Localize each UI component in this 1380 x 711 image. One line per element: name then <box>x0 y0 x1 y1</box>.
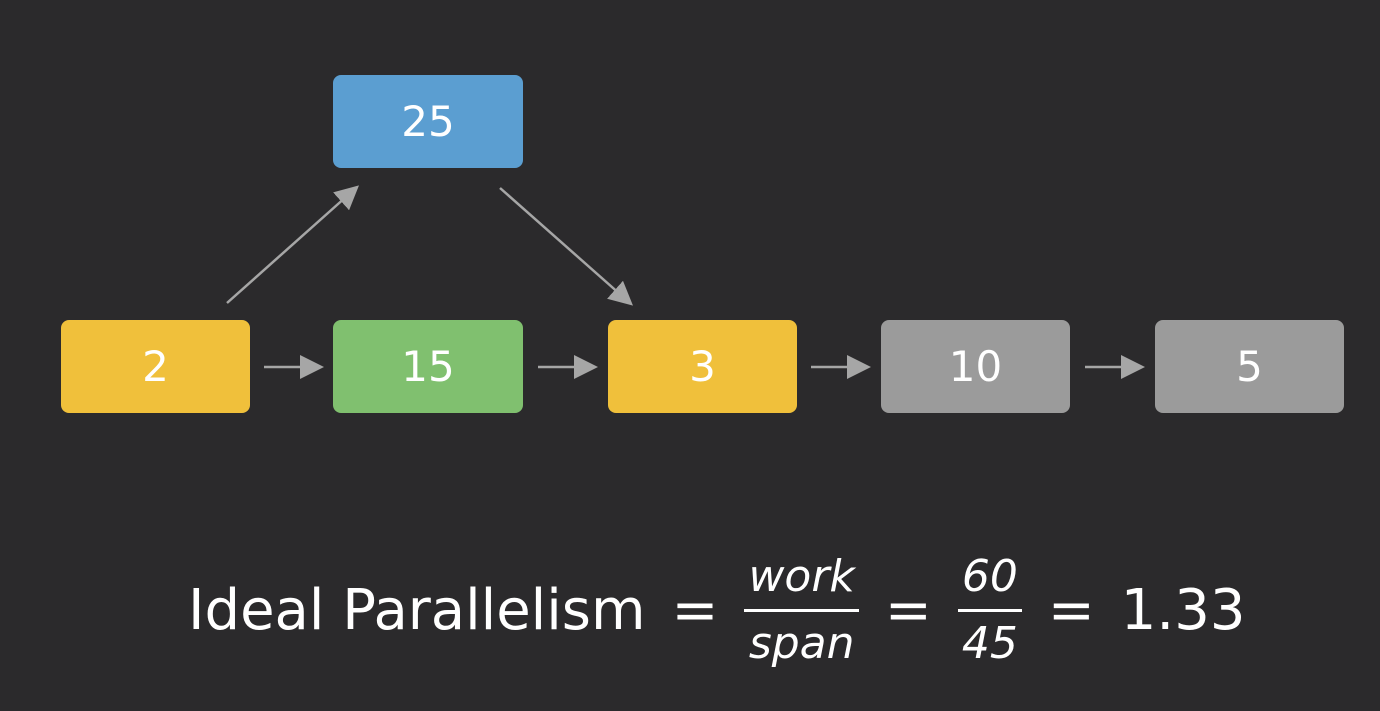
node-e-value: 5 <box>1236 342 1263 391</box>
node-d-value: 10 <box>948 342 1003 391</box>
fraction-denominator-value: 45 <box>961 617 1018 669</box>
arrow-25-to-3 <box>499 187 633 306</box>
node-b-value: 15 <box>401 342 455 391</box>
node-d: 10 <box>881 320 1070 413</box>
fraction-denominator-span: span <box>748 617 855 669</box>
arrow-2-to-25 <box>226 185 359 304</box>
node-c: 3 <box>608 320 797 413</box>
fraction-values: 60 45 <box>957 549 1022 672</box>
node-b: 15 <box>333 320 523 413</box>
fraction-work-span: work span <box>744 549 859 672</box>
fraction-bar <box>957 608 1022 612</box>
fraction-bar <box>744 608 859 612</box>
node-c-value: 3 <box>689 342 716 391</box>
formula-result: 1.33 <box>1120 577 1246 643</box>
node-top: 25 <box>333 75 523 168</box>
equals-sign-1: = <box>671 577 719 643</box>
node-a: 2 <box>61 320 250 413</box>
node-e: 5 <box>1155 320 1344 413</box>
equals-sign-3: = <box>1047 577 1095 643</box>
fraction-numerator-value: 60 <box>961 550 1018 602</box>
node-top-value: 25 <box>401 97 455 146</box>
node-a-value: 2 <box>142 342 169 391</box>
equals-sign-2: = <box>884 577 932 643</box>
fraction-numerator-work: work <box>748 550 855 602</box>
parallelism-formula: Ideal Parallelism = work span = 60 45 = … <box>188 540 1245 680</box>
formula-label: Ideal Parallelism <box>188 577 646 643</box>
